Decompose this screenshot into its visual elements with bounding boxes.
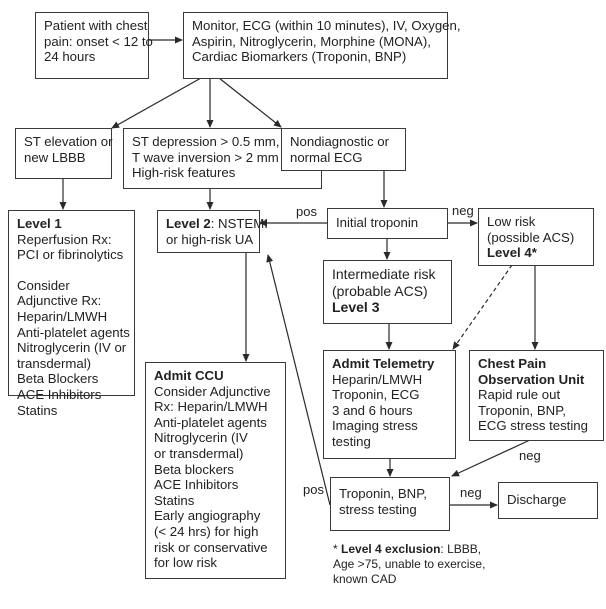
node-text: ECG stress testing	[478, 418, 588, 434]
node-text: Patient with chest	[44, 18, 148, 33]
node-text: Nitroglycerin (IV or	[17, 340, 127, 356]
node-title: Level 4*	[487, 245, 537, 261]
node-nondiagnostic-ecg: Nondiagnostic or normal ECG	[281, 128, 406, 171]
node-level-2: Level 2: NSTEMI or high-risk UA	[157, 210, 268, 253]
node-text: (< 24 hrs) for high	[154, 523, 259, 539]
node-text: Consider Adjunctive	[154, 383, 271, 399]
node-discharge: Discharge	[498, 482, 598, 519]
node-text: Nondiagnostic or	[290, 134, 389, 149]
arrow-low-risk-to-admit-telemetry-dashed	[452, 264, 513, 350]
footnote-title: Level 4 exclusion	[341, 542, 441, 556]
node-text: Low risk	[487, 214, 536, 229]
node-text: : NSTEMI	[210, 216, 268, 231]
node-text: ACE Inhibitors	[154, 477, 239, 493]
node-level-1: Level 1 Reperfusion Rx: PCI or fibrinoly…	[8, 210, 135, 418]
node-text: Consider	[17, 277, 70, 293]
arrow-chest-pain-obs-to-troponin-bnp	[451, 439, 531, 477]
node-text: Early angiography	[154, 508, 261, 524]
node-text: risk or conservative	[154, 539, 268, 555]
node-text: Cardiac Biomarkers (Troponin, BNP)	[192, 49, 407, 65]
node-text: T wave inversion > 2 mm	[132, 149, 279, 165]
edge-label-neg-troponin-bnp: neg	[460, 485, 482, 500]
node-troponin-bnp-stress-testing: Troponin, BNP, stress testing	[330, 477, 450, 531]
footnote-line: * Level 4 exclusion: LBBB,	[333, 542, 485, 557]
node-intermediate-risk: Intermediate risk (probable ACS) Level 3	[323, 260, 452, 324]
node-text: Imaging stress	[332, 418, 418, 434]
node-text: High-risk features	[132, 165, 236, 181]
node-chest-pain-observation-unit: Chest Pain Observation Unit Rapid rule o…	[469, 350, 604, 441]
arrow-troponin-bnp-to-level2	[266, 254, 331, 506]
node-title: Level 3	[332, 299, 380, 315]
node-initial-management: Monitor, ECG (within 10 minutes), IV, Ox…	[183, 12, 461, 79]
node-text: Heparin/LMWH	[17, 308, 108, 324]
footnote-text: known CAD	[333, 572, 397, 586]
node-text: 3 and 6 hours	[332, 402, 413, 418]
node-text: Troponin, BNP,	[339, 486, 427, 501]
arrow-initial-mgmt-to-nondiagnostic	[218, 77, 282, 128]
node-text: Troponin, ECG	[332, 387, 420, 403]
node-text: transdermal)	[17, 355, 92, 371]
node-text: Monitor, ECG (within 10 minutes), IV, Ox…	[192, 18, 461, 33]
footnote-prefix: *	[333, 542, 342, 556]
node-text: Anti-platelet agents	[17, 324, 130, 340]
node-text: ST depression > 0.5 mm,	[132, 134, 280, 149]
node-title-line: Level 2: NSTEMI	[166, 216, 268, 232]
footnote-text: Age >75, unable to exercise,	[333, 557, 486, 571]
node-text: Heparin/LMWH	[332, 371, 423, 387]
node-text: ACE Inhibitors	[17, 386, 102, 402]
edge-label-pos-troponin-bnp: pos	[303, 482, 324, 497]
node-text: stress testing	[339, 501, 417, 517]
footnote-level-4-exclusion: * Level 4 exclusion: LBBB, Age >75, unab…	[333, 542, 485, 587]
node-text: Anti-platelet agents	[154, 414, 267, 430]
node-text: Beta Blockers	[17, 371, 99, 387]
node-text: or high-risk UA	[166, 231, 254, 247]
node-admit-ccu: Admit CCU Consider Adjunctive Rx: Hepari…	[145, 362, 286, 579]
node-text: new LBBB	[24, 149, 86, 165]
node-title: Level 1	[17, 216, 62, 231]
node-text: Aspirin, Nitroglycerin, Morphine (MONA),	[192, 33, 431, 49]
node-st-elevation: ST elevation or new LBBB	[15, 128, 112, 179]
edge-label-neg-chest-pain: neg	[519, 448, 541, 463]
node-text: Rx: Heparin/LMWH	[154, 399, 268, 415]
node-text: Troponin, BNP,	[478, 402, 566, 418]
node-text: PCI or fibrinolytics	[17, 247, 124, 263]
node-text: or transdermal)	[154, 445, 244, 461]
node-text: testing	[332, 433, 371, 449]
node-text: normal ECG	[290, 149, 363, 165]
node-text: Discharge	[507, 492, 567, 507]
node-patient: Patient with chest pain: onset < 12 to 2…	[35, 12, 153, 79]
edge-label-pos-initial-troponin: pos	[296, 204, 317, 219]
node-text: (probable ACS)	[332, 282, 428, 299]
node-title: Admit CCU	[154, 368, 224, 383]
node-title: Level 2	[166, 216, 211, 231]
node-text: ST elevation or	[24, 134, 113, 149]
node-text: Nitroglycerin (IV	[154, 430, 248, 446]
node-text: Statins	[17, 402, 58, 418]
node-title: Chest Pain	[478, 356, 547, 371]
spacer	[17, 263, 126, 278]
node-text: Rapid rule out	[478, 387, 561, 403]
node-text: for low risk	[154, 555, 218, 571]
node-text: Initial troponin	[336, 215, 419, 230]
node-admit-telemetry: Admit Telemetry Heparin/LMWH Troponin, E…	[323, 350, 456, 459]
node-text: Reperfusion Rx:	[17, 231, 112, 247]
node-text: Statins	[154, 492, 195, 508]
node-low-risk: Low risk (possible ACS) Level 4*	[478, 208, 594, 266]
node-title: Observation Unit	[478, 371, 585, 387]
node-text: 24 hours	[44, 49, 96, 65]
node-title: Admit Telemetry	[332, 356, 435, 371]
node-text: (possible ACS)	[487, 229, 575, 245]
node-text: Intermediate risk	[332, 266, 436, 282]
footnote-text: : LBBB,	[440, 542, 482, 556]
node-text: Adjunctive Rx:	[17, 293, 102, 309]
node-text: pain: onset < 12 to	[44, 33, 153, 49]
node-initial-troponin: Initial troponin	[327, 208, 448, 239]
node-text: Beta blockers	[154, 461, 234, 477]
arrow-initial-mgmt-to-st-elevation	[111, 77, 202, 129]
edge-label-neg-initial-troponin: neg	[452, 203, 474, 218]
